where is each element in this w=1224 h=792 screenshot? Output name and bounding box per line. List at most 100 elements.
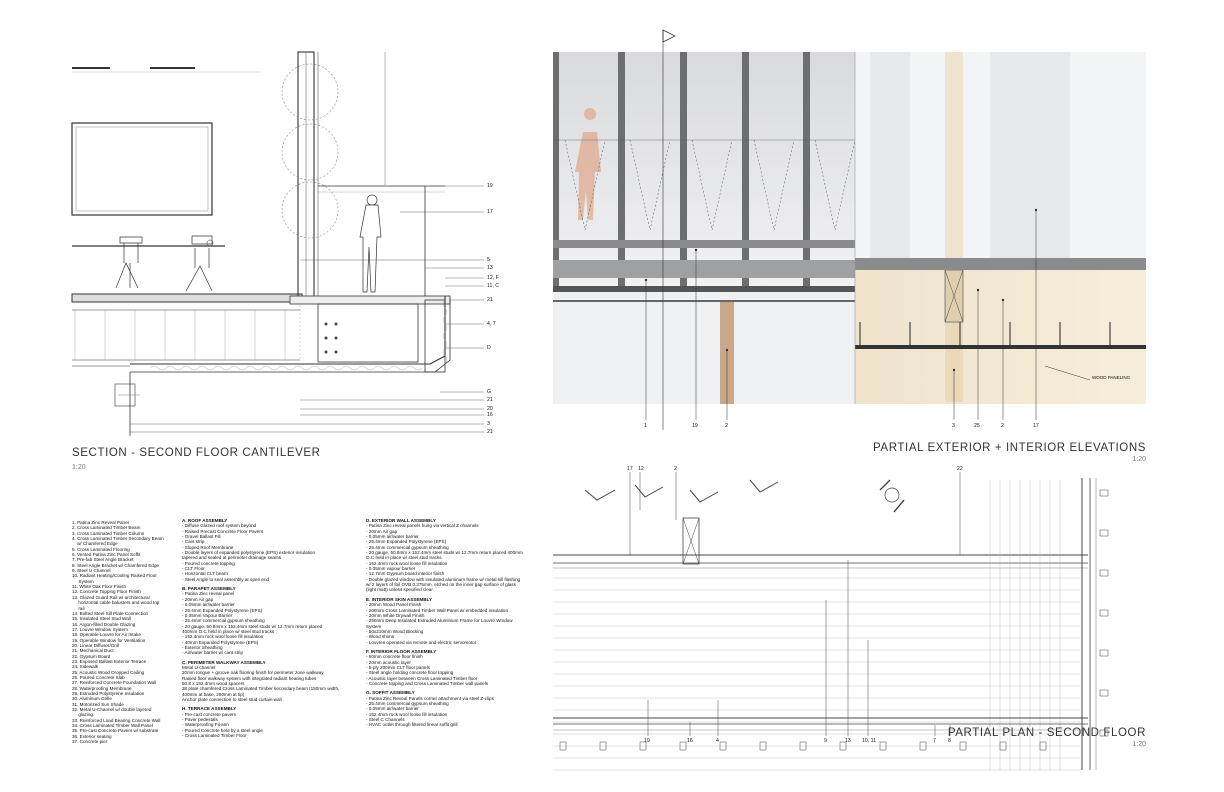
- legend-item: - Sloped Roof Membrane: [182, 544, 234, 550]
- legend-item: - Patina Zinc reveal panel: [182, 591, 235, 597]
- legend-item: - 20 gauge, 50.8mm x 152.4mm steel studs…: [366, 550, 523, 561]
- legend-item: - Concrete topping and Cross Laminated T…: [366, 680, 489, 686]
- section-scale: 1:20: [72, 464, 86, 471]
- legend-item: 1. Patina Zinc Reveal Panel: [72, 520, 129, 525]
- legend-item: - 20mm Air gap: [182, 596, 214, 602]
- legend-item: 50.8 x 152.4mm wood spacers: [182, 680, 245, 686]
- callout-label: 3: [487, 421, 490, 427]
- legend-item: - Pre-cast concrete pavers: [182, 711, 236, 717]
- legend-column-3: D. EXTERIOR WALL ASSEMBLY- Patina Zinc r…: [366, 518, 546, 728]
- plan-tag: 19: [644, 738, 650, 744]
- legend-item: 31. Motorized Sun Shade: [72, 701, 124, 707]
- legend-item: - 40mm Expanded Polystyrene (EPS): [182, 639, 259, 645]
- legend-item: 27. Reinforced Concrete Foundation Wall: [72, 680, 157, 686]
- legend-column-2: A. ROOF ASSEMBLY- Diffuse Glazed roof sy…: [182, 518, 362, 738]
- elevation-tag: 25: [974, 423, 980, 429]
- legend-item: - 200mm Cross Laminated Timber Wall Pane…: [366, 607, 509, 613]
- legend-item: - Poured concrete topping: [182, 560, 235, 566]
- legend-item: 16. Argon-filled Double Glazing: [72, 621, 136, 627]
- legend-item: 25. Acoustic Wood Dropped Ceiling: [72, 669, 145, 675]
- legend-item: 26. Poured Concrete Slab: [72, 674, 125, 680]
- legend-item: 8. Steel Angle Bracket w/ Chamfered Edge: [72, 562, 160, 568]
- callout-label: 5: [487, 257, 490, 263]
- callout-label: 11, C: [487, 283, 500, 289]
- elevation-tag: 1: [644, 423, 647, 429]
- legend-item: - 152.4mm rock wool loose fill insulatio…: [182, 634, 264, 640]
- legend-item: - Poured Concrete held by a steel angle: [182, 727, 263, 733]
- callout-label: 4, 7: [487, 321, 496, 327]
- legend-item: - 50mm concrete floor finish: [366, 654, 423, 660]
- legend-item: 20. Linear Diffuser/Grill: [72, 642, 119, 648]
- plan-tag: 2: [674, 466, 677, 472]
- legend-item: - Patina Zinc Reveal Panels corner attac…: [366, 695, 494, 701]
- legend-item: - Double glazed window with insulated al…: [366, 576, 521, 593]
- legend-item: 36. Exterior seating: [72, 733, 112, 739]
- legend-item: - 0.05mm air/water barrier: [366, 706, 419, 712]
- legend-item: - 20mm Wood Panel Finish: [366, 602, 422, 608]
- wood-paneling-note: WOOD PANELING: [1092, 375, 1131, 380]
- plan-tag: 4: [716, 738, 719, 744]
- legend-item: - 20mm Air gap: [366, 528, 398, 534]
- plan-tag: 9: [824, 738, 827, 744]
- legend-item: 34. Cross Laminated Timber Wall Panel: [72, 723, 153, 729]
- legend-item: - 50x210mm Wood Blocking: [366, 628, 424, 634]
- legend-item: - 25.4mm commercial gypsum sheathing: [182, 618, 265, 624]
- legend-item: 38 plate chamfered Cross Laminated Timbe…: [182, 686, 340, 697]
- callout-label: 16: [487, 412, 493, 418]
- legend-item: Raised floor walkway system with integra…: [182, 675, 317, 681]
- legend-item: - 25.4mm commercial gypsum sheathing: [366, 544, 449, 550]
- legend-item: - Paver pedestals: [182, 717, 218, 723]
- callout-label: 21: [487, 429, 493, 435]
- legend-item: - Diffuse Glazed roof system beyond: [182, 523, 257, 529]
- legend-heading: D. EXTERIOR WALL ASSEMBLY: [366, 518, 436, 523]
- legend-item: - Air/water barrier w/ cant strip: [182, 650, 244, 656]
- legend-item: 20mm tongue + groove oak flooring finish…: [182, 670, 324, 676]
- legend-item: 9. Steel U Channel: [72, 568, 111, 574]
- legend-item: 35. Pre-cast Concrete Pavers w/ substrat…: [72, 728, 159, 734]
- legend-item: - 0.05mm air/water barrier: [366, 534, 419, 540]
- legend-item: - 152.4mm rock wool loose fill insulatio…: [366, 560, 448, 566]
- legend-item: - Steel Angle to seal assembly at open e…: [182, 576, 270, 582]
- legend-item: 2. Cross Laminated Timber Beam: [72, 525, 141, 531]
- legend-item: 22. Gypsum Board: [72, 653, 111, 659]
- legend-item: 4. Cross Laminated Timber Secondary Beam…: [72, 536, 164, 547]
- legend-item: 3. Cross Laminated Timber Column: [72, 530, 145, 536]
- callout-label: 21: [487, 297, 493, 303]
- legend-heading: B. PARAPET ASSEMBLY: [182, 586, 236, 592]
- legend-item: 18. Operable Louvre for Air Intake: [72, 632, 141, 638]
- legend-item: - Cross Laminated Timber Floor: [182, 733, 247, 739]
- legend-item: - 25.4mm commercial gypsum sheathing: [366, 701, 449, 706]
- legend-item: - 152.4mm rock wool loose fill insulatio…: [366, 711, 448, 717]
- callout-label: 13: [487, 265, 493, 271]
- legend-item: - Steel C Channels: [366, 717, 405, 723]
- legend-item: 19. Operable Window for Ventilation: [72, 637, 146, 643]
- callout-label: G: [487, 389, 492, 395]
- legend-item: 23. Exposed Ballast Exterior Terrace: [72, 658, 147, 664]
- legend-item: 24. Sidewalk: [72, 664, 99, 670]
- callout-label: 17: [487, 209, 493, 215]
- elevation-tag: 2: [725, 423, 728, 429]
- legend-item: 28. Waterproofing Membrane: [72, 685, 132, 691]
- legend-item: - HVAC outlet through filtered linear so…: [366, 722, 458, 728]
- legend-item: - Cant strip: [182, 539, 205, 545]
- legend-item: - 0.05mm vapour barrier: [366, 566, 416, 572]
- section-title: SECTION - SECOND FLOOR CANTILEVER: [72, 447, 321, 459]
- plan-title: PARTIAL PLAN - SECOND FLOOR: [947, 727, 1146, 739]
- plan-tag: 7: [933, 738, 936, 744]
- legend-item: - Steel angle holding concrete floor top…: [366, 670, 454, 676]
- legend-item: 17. Louvre Window System: [72, 626, 128, 632]
- legend-item: Anchor plate connection to steel stud cu…: [182, 697, 282, 702]
- callout-label: 19: [487, 183, 493, 189]
- legend-heading: G. SOFFIT ASSEMBLY: [366, 690, 415, 696]
- legend-heading: H. TERRACE ASSEMBLY: [182, 706, 237, 712]
- legend-item: - 250mm Deep Insulated Extruded Aluminiu…: [366, 618, 513, 629]
- callout-label: 20: [487, 406, 493, 412]
- callout-label: D: [487, 345, 491, 351]
- plan-tag: 22: [957, 466, 963, 472]
- legend-item: - 12.7mm Gypsum board interior finish: [366, 571, 445, 577]
- legend-item: - Horizontal CLT beam: [182, 571, 228, 577]
- plan-tag: 10, 11: [862, 738, 877, 744]
- legend-item: 12. Concrete Topping Floor Finish: [72, 589, 141, 595]
- legend-item: - 0.05mm air/water barrier: [182, 602, 235, 608]
- legend-item: - Double layers of expanded polystyrene …: [182, 550, 316, 561]
